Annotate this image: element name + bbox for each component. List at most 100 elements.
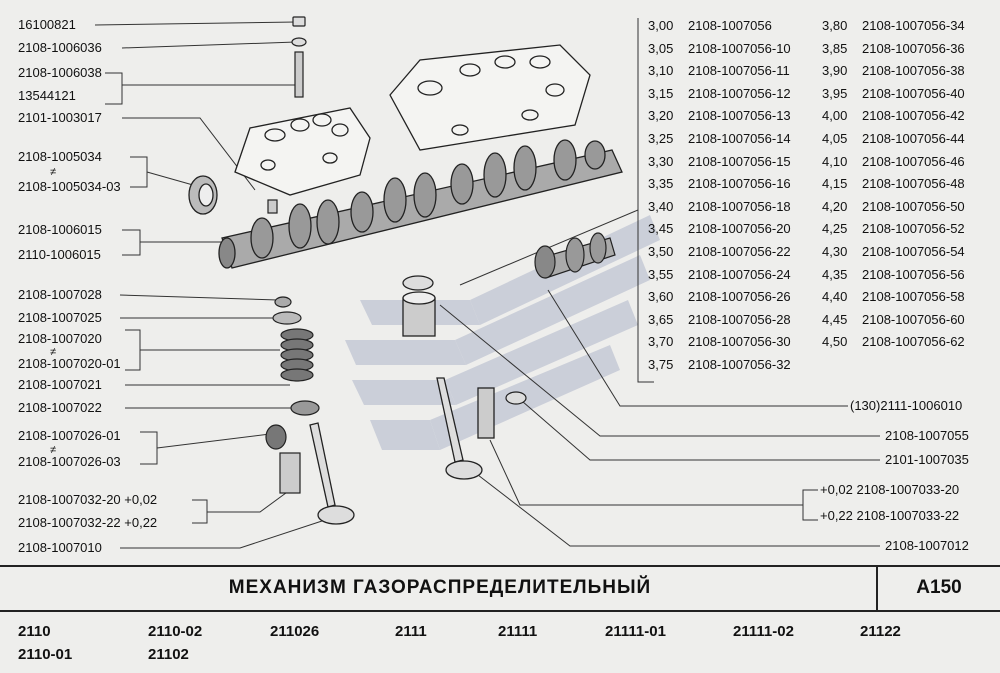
part-label: 2101-1007035 — [885, 452, 969, 467]
shim-part-number: 2108-1007056-60 — [862, 311, 965, 327]
stud-assembly — [267, 16, 307, 214]
part-label: 2108-1007026-01 — [18, 428, 121, 443]
camshaft-alt — [534, 232, 616, 279]
part-label: 2108-1007025 — [18, 310, 102, 325]
title-divider — [876, 567, 878, 610]
shim-thickness: 3,35 — [648, 176, 674, 192]
page-title: МЕХАНИЗМ ГАЗОРАСПРЕДЕЛИТЕЛЬНЫЙ — [228, 577, 652, 598]
part-label: 2108-1007020-01 — [18, 356, 121, 371]
shim-part-number: 2108-1007056-36 — [862, 40, 965, 56]
valve-spring-set — [265, 296, 320, 494]
part-label: 2110-1006015 — [18, 247, 101, 262]
shim-thickness: 3,15 — [648, 85, 674, 101]
shim-thickness: 3,10 — [648, 63, 674, 79]
shim-thickness: 3,85 — [822, 40, 848, 56]
shim-part-number: 2108-1007056 — [688, 18, 772, 33]
shim-part-number: 2108-1007056-26 — [688, 289, 791, 305]
shim-thickness: 3,20 — [648, 108, 674, 124]
part-label: (130)2111-1006010 — [850, 398, 963, 413]
model-code: 2110-01 — [18, 646, 73, 663]
shim-thickness: 4,30 — [822, 244, 848, 259]
shim-thickness: 3,00 — [648, 18, 674, 33]
shim-part-number: 2108-1007056-15 — [688, 153, 791, 169]
leader-lines-left — [94, 21, 326, 549]
shim-thickness: 4,45 — [822, 311, 848, 327]
valve-guide — [477, 387, 495, 439]
bearing-housing-rear — [389, 44, 591, 151]
shim-thickness: 3,80 — [822, 18, 848, 33]
title-bar: МЕХАНИЗМ ГАЗОРАСПРЕДЕЛИТЕЛЬНЫЙ A150 — [0, 565, 1000, 612]
shim-thickness: 4,15 — [822, 176, 848, 192]
valve-stem-seal — [505, 391, 527, 405]
shim-part-number: 2108-1007056-10 — [688, 40, 791, 56]
shim-part-number: 2108-1007056-32 — [688, 357, 791, 372]
bearing-housing-front — [234, 107, 371, 196]
model-code: 21111-01 — [605, 623, 666, 640]
not-equal-sign: ≠ — [50, 346, 57, 358]
shim-part-number: 2108-1007056-16 — [688, 176, 791, 192]
shim-thickness: 3,60 — [648, 289, 674, 305]
part-label: 2101-1003017 — [18, 110, 102, 125]
part-label: 16100821 — [18, 17, 76, 32]
part-label: 2108-1007032-22 +0,22 — [18, 515, 158, 530]
shim-part-number: 2108-1007056-13 — [688, 108, 791, 124]
shim-part-number: 2108-1007056-34 — [862, 18, 965, 33]
model-code: 21122 — [860, 623, 901, 640]
hydraulic-tappet — [402, 275, 436, 337]
leader-lines-right — [439, 18, 880, 547]
shim-thickness: 4,35 — [822, 266, 848, 282]
part-label: 2108-1005034 — [18, 149, 102, 164]
shim-part-number: 2108-1007056-54 — [862, 244, 965, 259]
shim-part-number: 2108-1007056-48 — [862, 176, 965, 192]
shim-thickness: 3,30 — [648, 153, 674, 169]
shim-thickness: 3,50 — [648, 244, 674, 259]
part-label: 2108-1007022 — [18, 400, 102, 415]
shim-thickness: 4,00 — [822, 108, 848, 124]
not-equal-sign: ≠ — [50, 444, 57, 456]
shim-part-number: 2108-1007056-14 — [688, 131, 791, 146]
part-label: 13544121 — [18, 88, 76, 103]
camshaft-oil-seal — [188, 175, 218, 215]
shim-thickness: 3,75 — [648, 357, 674, 372]
model-code: 2110 — [18, 623, 51, 640]
shim-part-number: 2108-1007056-11 — [688, 63, 790, 79]
shim-part-number: 2108-1007056-50 — [862, 198, 965, 214]
shim-thickness: 3,05 — [648, 40, 674, 56]
part-label: 2108-1007021 — [18, 377, 102, 392]
shim-thickness: 3,25 — [648, 131, 674, 146]
part-label: 2108-1007020 — [18, 331, 102, 346]
part-label: 2108-1006038 — [18, 65, 102, 80]
part-label: 2108-1006036 — [18, 40, 102, 55]
intake-valve — [309, 422, 355, 525]
part-label: +0,02 2108-1007033-20 — [820, 482, 960, 497]
shim-part-number: 2108-1007056-62 — [862, 334, 965, 350]
shim-thickness: 3,70 — [648, 334, 674, 350]
shim-thickness: 4,05 — [822, 131, 848, 146]
shim-part-number: 2108-1007056-28 — [688, 311, 791, 327]
shim-part-number: 2108-1007056-30 — [688, 334, 791, 350]
part-label: +0,22 2108-1007033-22 — [820, 508, 960, 523]
shim-part-number: 2108-1007056-22 — [688, 244, 791, 259]
shim-part-number: 2108-1007056-38 — [862, 63, 965, 79]
shim-thickness: 4,40 — [822, 289, 848, 305]
model-code: 2110-02 — [148, 623, 203, 640]
shim-part-number: 2108-1007056-42 — [862, 108, 965, 124]
shim-part-number: 2108-1007056-44 — [862, 131, 965, 146]
shim-thickness: 3,65 — [648, 311, 674, 327]
model-code: 21111-02 — [733, 623, 794, 640]
shim-thickness: 3,95 — [822, 85, 848, 101]
page-code: A150 — [916, 577, 962, 598]
shim-part-number: 2108-1007056-24 — [688, 266, 791, 282]
model-code: 2111 — [395, 623, 427, 640]
part-label: 2108-1007055 — [885, 428, 969, 443]
part-label: 2108-1006015 — [18, 222, 102, 237]
camshaft — [218, 139, 623, 269]
shim-thickness: 3,90 — [822, 63, 848, 79]
shim-thickness: 4,10 — [822, 153, 848, 169]
shim-part-number: 2108-1007056-46 — [862, 153, 965, 169]
model-code: 211026 — [270, 623, 320, 640]
shim-part-number: 2108-1007056-12 — [688, 85, 791, 101]
part-label: 2108-1007026-03 — [18, 454, 121, 469]
shim-thickness: 4,25 — [822, 221, 848, 237]
